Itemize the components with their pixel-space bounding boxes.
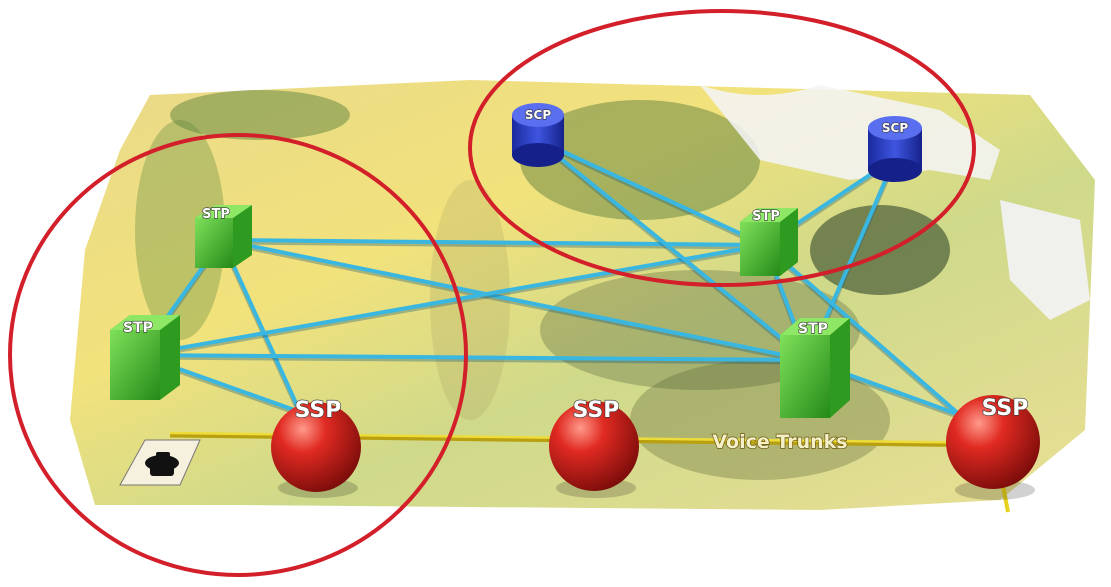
scp-node-left: SCP	[512, 103, 564, 167]
scp-node-right: SCP	[868, 116, 922, 182]
link-scp_left-stp_ne	[537, 138, 766, 247]
map-background	[70, 80, 1095, 510]
stp-node-w: STP	[110, 315, 180, 400]
stp-node-e-label: STP	[798, 321, 828, 337]
link-stp_nw-stp_ne	[221, 238, 766, 247]
stp-node-nw-label: STP	[202, 207, 230, 222]
link-stp_nw-stp_e	[221, 238, 809, 362]
link-scp_left-stp_e	[536, 138, 810, 362]
ssp-node-left-label: SSP	[295, 398, 342, 423]
link-stp_ne-ssp_right	[763, 243, 962, 417]
scp-node-left-label: SCP	[525, 108, 551, 122]
stp-node-ne-label: STP	[752, 209, 780, 224]
link-stp_w-stp_e	[139, 353, 809, 362]
ssp-node-mid-label: SSP	[573, 398, 620, 423]
stp-node-w-label: STP	[123, 320, 153, 336]
ssp-node-left: SSP	[271, 397, 361, 498]
stp-node-nw: STP	[195, 205, 252, 268]
scp-node-right-label: SCP	[882, 121, 908, 135]
voice-trunks-label: Voice Trunks	[712, 431, 847, 453]
region-circle-west	[8, 133, 468, 577]
ssp-node-right-label: SSP	[982, 396, 1029, 421]
telephone-icon	[119, 439, 201, 486]
stp-node-ne: STP	[740, 208, 798, 276]
ssp-node-mid: SSP	[549, 397, 639, 498]
link-stp_nw-ssp_left	[220, 239, 302, 413]
stp-node-e: STP	[780, 318, 850, 418]
link-stp_w-stp_ne	[139, 243, 766, 357]
region-circle-northeast	[468, 9, 976, 287]
ssp-node-right: SSP	[946, 395, 1040, 500]
